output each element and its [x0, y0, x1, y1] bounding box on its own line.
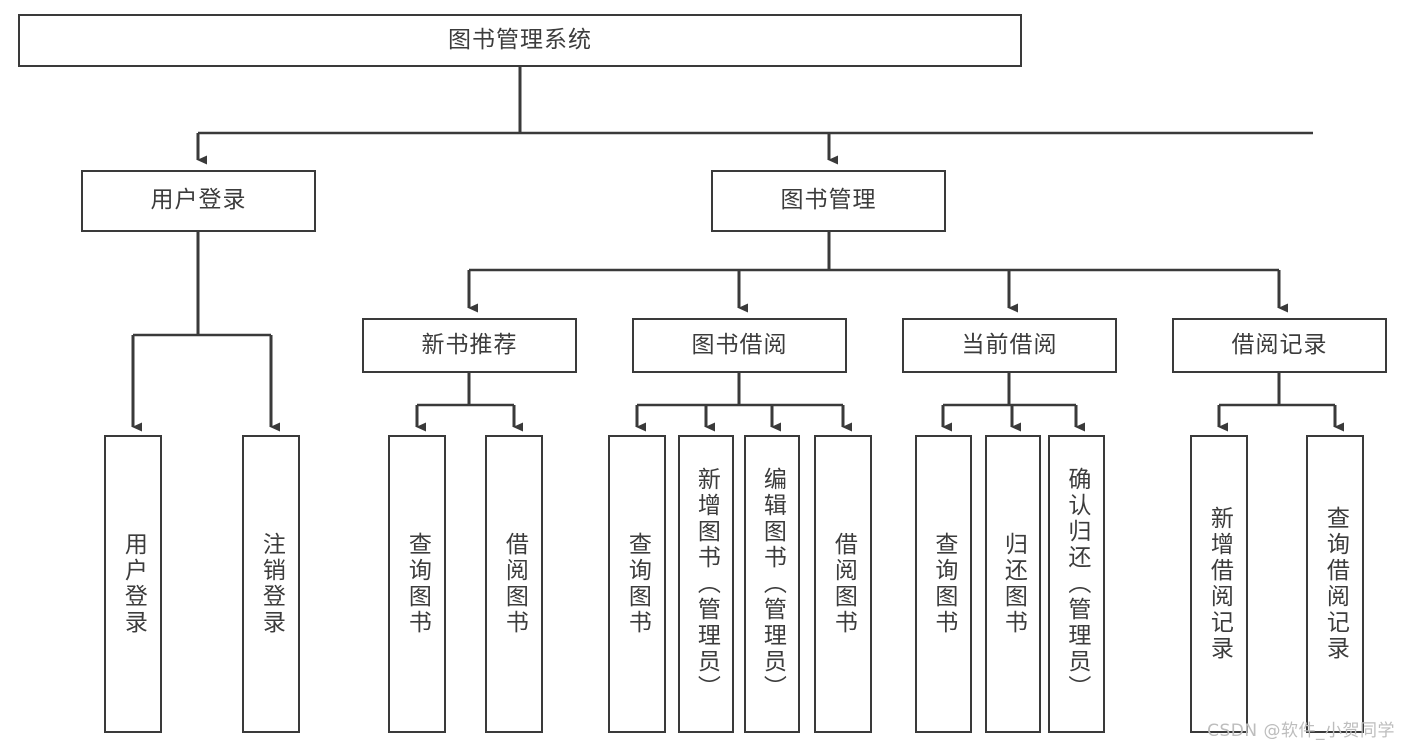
leaf-query-borrow-record[interactable]: 查询借阅记录 [1306, 435, 1364, 733]
leaf-query-book-recommend-label: 查询图书 [404, 532, 431, 636]
node-new-book-recommend-label: 新书推荐 [421, 331, 518, 358]
node-root-label: 图书管理系统 [448, 26, 592, 53]
leaf-borrow-book-recommend[interactable]: 借阅图书 [485, 435, 543, 733]
node-root[interactable]: 图书管理系统 [18, 14, 1022, 67]
leaf-edit-book-admin[interactable]: 编辑图书（管理员） [744, 435, 800, 733]
node-user-login-label: 用户登录 [150, 187, 247, 214]
node-current-borrow-label: 当前借阅 [961, 331, 1058, 358]
leaf-user-login-label: 用户登录 [120, 532, 147, 636]
node-borrow-record-label: 借阅记录 [1231, 331, 1328, 358]
leaf-query-book-recommend[interactable]: 查询图书 [388, 435, 446, 733]
leaf-query-borrow-record-label: 查询借阅记录 [1322, 506, 1349, 662]
leaf-confirm-return-admin-label: 确认归还（管理员） [1063, 467, 1090, 701]
leaf-add-borrow-record[interactable]: 新增借阅记录 [1190, 435, 1248, 733]
node-book-borrow-label: 图书借阅 [691, 331, 788, 358]
node-current-borrow[interactable]: 当前借阅 [902, 318, 1117, 373]
leaf-borrow-book[interactable]: 借阅图书 [814, 435, 872, 733]
leaf-confirm-return-admin[interactable]: 确认归还（管理员） [1048, 435, 1105, 733]
leaf-add-borrow-record-label: 新增借阅记录 [1206, 506, 1233, 662]
leaf-borrow-book-recommend-label: 借阅图书 [501, 532, 528, 636]
leaf-query-book-current[interactable]: 查询图书 [915, 435, 972, 733]
leaf-user-login[interactable]: 用户登录 [104, 435, 162, 733]
node-borrow-record[interactable]: 借阅记录 [1172, 318, 1387, 373]
node-book-management-label: 图书管理 [780, 187, 877, 214]
node-new-book-recommend[interactable]: 新书推荐 [362, 318, 577, 373]
node-book-borrow[interactable]: 图书借阅 [632, 318, 847, 373]
leaf-return-book[interactable]: 归还图书 [985, 435, 1041, 733]
leaf-query-book-borrow[interactable]: 查询图书 [608, 435, 666, 733]
leaf-logout[interactable]: 注销登录 [242, 435, 300, 733]
node-book-management[interactable]: 图书管理 [711, 170, 946, 232]
leaf-edit-book-admin-label: 编辑图书（管理员） [759, 467, 786, 701]
leaf-add-book-admin-label: 新增图书（管理员） [693, 467, 720, 701]
leaf-borrow-book-label: 借阅图书 [830, 532, 857, 636]
leaf-query-book-current-label: 查询图书 [930, 532, 957, 636]
leaf-add-book-admin[interactable]: 新增图书（管理员） [678, 435, 734, 733]
leaf-query-book-borrow-label: 查询图书 [624, 532, 651, 636]
node-user-login[interactable]: 用户登录 [81, 170, 316, 232]
leaf-return-book-label: 归还图书 [1000, 532, 1027, 636]
leaf-logout-label: 注销登录 [258, 532, 285, 636]
